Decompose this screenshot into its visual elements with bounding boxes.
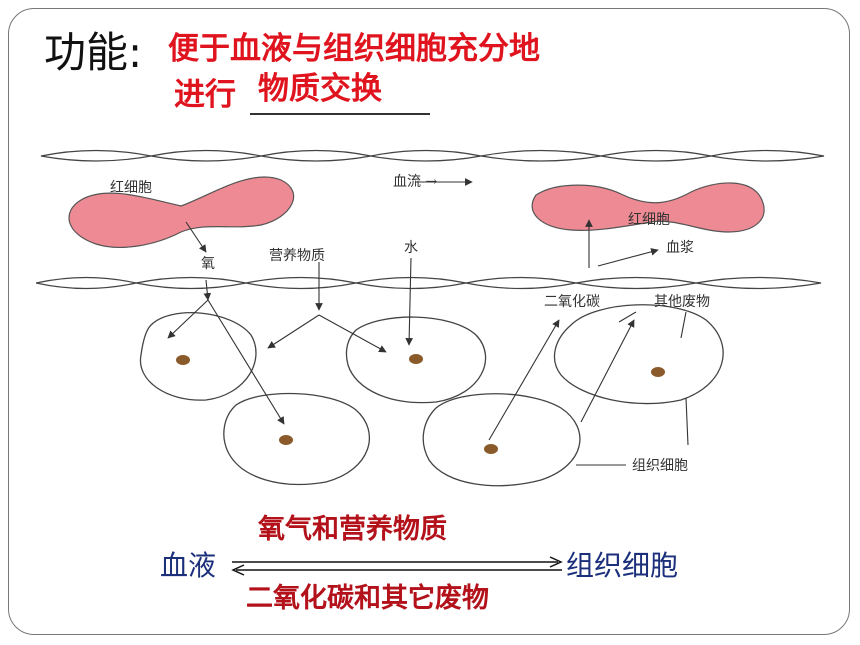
- tissue-cell: [139, 312, 257, 401]
- heading-line2-fill: 物质交换: [258, 71, 382, 107]
- exchange-arrows: [167, 178, 659, 441]
- slide-frame: [8, 8, 850, 635]
- capillary-wall-bottom: [36, 276, 822, 290]
- exchange-double-arrow: [231, 556, 563, 576]
- label-blood-flow: 血流 →: [393, 174, 437, 190]
- label-rbc-left: 红细胞: [110, 180, 152, 196]
- label-water: 水: [404, 240, 418, 256]
- label-oxygen: 氧: [201, 256, 215, 272]
- tissue-cell: [422, 393, 581, 487]
- heading-label: 功能:: [44, 28, 143, 77]
- exchange-to-blood: 二氧化碳和其它废物: [246, 583, 489, 614]
- label-co2: 二氧化碳: [544, 294, 600, 310]
- capillary-wall-top: [40, 149, 825, 162]
- label-other-waste: 其他废物: [654, 294, 710, 310]
- label-tissue-cells: 组织细胞: [632, 458, 688, 474]
- label-plasma: 血浆: [666, 240, 694, 256]
- capillary-exchange-diagram: 红细胞 血流 → 红细胞 氧 营养物质 水 血浆 二氧化碳 其他废物 组织细胞: [36, 149, 825, 487]
- exchange-tissue: 组织细胞: [566, 549, 679, 582]
- heading-line1: 便于血液与组织细胞充分地: [168, 31, 540, 67]
- label-rbc-right: 红细胞: [628, 212, 670, 228]
- exchange-to-tissue: 氧气和营养物质: [258, 514, 447, 545]
- label-nutrients: 营养物质: [269, 248, 325, 264]
- tissue-cell: [345, 316, 487, 404]
- waste-lines: [576, 311, 689, 466]
- tissue-cell: [223, 392, 371, 486]
- tissue-cell: [553, 304, 724, 405]
- exchange-blood: 血液: [160, 549, 217, 582]
- red-blood-cell-left: [68, 176, 294, 248]
- fill-blank-underline: [250, 113, 430, 115]
- heading-line2-prefix: 进行: [174, 77, 236, 113]
